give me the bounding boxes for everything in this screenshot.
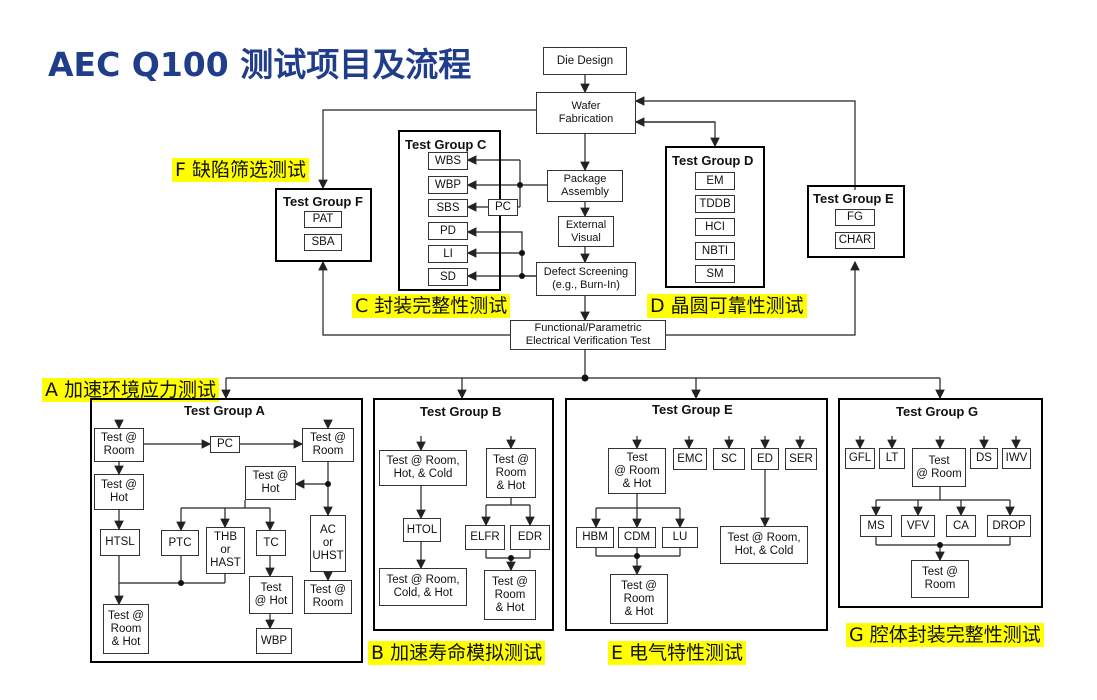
- group-a-test-room: Test @ Room: [94, 428, 144, 462]
- group-b-test-room-cold-hot: Test @ Room, Cold, & Hot: [379, 568, 467, 606]
- group-g-gfl: GFL: [845, 448, 875, 469]
- group-d-item-hci: HCI: [695, 218, 735, 236]
- functional-test-box: Functional/Parametric Electrical Verific…: [510, 320, 666, 350]
- page-title: AEC Q100 测试项目及流程: [48, 45, 472, 84]
- group-g-ds: DS: [970, 448, 998, 469]
- group-b-elfr: ELFR: [465, 525, 505, 550]
- group-e-item-fg: FG: [835, 209, 875, 226]
- test-group-g-title: Test Group G: [896, 404, 979, 419]
- group-c-item-sbs: SBS: [428, 199, 468, 217]
- label-c-package-integrity: C 封装完整性测试: [352, 294, 511, 318]
- group-c-item-wbs: WBS: [428, 152, 468, 170]
- group-d-item-sm: SM: [695, 265, 735, 283]
- group-g-iwv: IWV: [1002, 448, 1031, 469]
- group-b-test-room-hot-2: Test @ Room & Hot: [484, 570, 536, 620]
- group-c-pc-box: PC: [488, 199, 518, 216]
- group-a-wbp: WBP: [256, 628, 292, 654]
- group-e-ser: SER: [785, 448, 817, 470]
- group-a-test-room-hot: Test @ Room & Hot: [103, 604, 149, 654]
- test-group-g: [838, 398, 1043, 608]
- group-e-item-char: CHAR: [835, 232, 875, 249]
- group-c-item-wbp: WBP: [428, 176, 468, 194]
- group-d-item-tddb: TDDB: [695, 195, 735, 213]
- group-b-htol: HTOL: [403, 518, 441, 542]
- group-e-test-room-hot: Test @ Room & Hot: [608, 448, 666, 494]
- group-g-test-room: Test @ Room: [912, 448, 966, 487]
- wafer-fabrication-box: Wafer Fabrication: [536, 92, 636, 134]
- group-g-ms: MS: [860, 515, 892, 537]
- test-group-f-title: Test Group F: [283, 194, 363, 209]
- test-group-c-title: Test Group C: [405, 137, 487, 152]
- test-group-b: [373, 398, 554, 631]
- group-a-test-room-3: Test @ Room: [304, 580, 352, 614]
- group-g-test-room-2: Test @ Room: [911, 560, 969, 598]
- test-group-f: [275, 188, 372, 262]
- group-g-vfv: VFV: [901, 515, 935, 537]
- test-group-e-title: Test Group E: [652, 402, 733, 417]
- group-e-lu: LU: [662, 527, 698, 548]
- group-e-test-room-hot-cold: Test @ Room, Hot, & Cold: [720, 526, 808, 564]
- group-a-test-room-2: Test @ Room: [302, 428, 354, 462]
- group-e-cdm: CDM: [618, 527, 656, 548]
- test-group-d-title: Test Group D: [672, 153, 754, 168]
- label-g-cavity-package: G 腔体封装完整性测试: [846, 623, 1044, 647]
- group-b-test-room-hot-cold: Test @ Room, Hot, & Cold: [379, 450, 467, 486]
- defect-screening-box: Defect Screening (e.g., Burn-In): [536, 262, 636, 296]
- group-a-thb-hast: THB or HAST: [206, 527, 245, 574]
- group-a-pc: PC: [210, 436, 240, 453]
- label-b-lifetime-simulation: B 加速寿命模拟测试: [368, 641, 546, 665]
- group-f-item-sba: SBA: [304, 234, 342, 251]
- group-e-hbm: HBM: [576, 527, 614, 548]
- group-e-ed: ED: [751, 448, 779, 470]
- test-group-a: [90, 398, 363, 663]
- test-group-e-top: [807, 185, 905, 258]
- group-b-test-room-hot: Test @ Room & Hot: [486, 448, 536, 498]
- group-f-item-pat: PAT: [304, 211, 342, 228]
- test-group-e: [565, 398, 828, 631]
- group-g-drop: DROP: [987, 515, 1031, 537]
- group-a-test-hot: Test @ Hot: [94, 474, 144, 510]
- test-group-d: [665, 146, 765, 288]
- group-c-item-sd: SD: [428, 268, 468, 286]
- test-group-b-title: Test Group B: [420, 404, 502, 419]
- group-a-test-hot-3: Test @ Hot: [249, 576, 293, 614]
- group-g-lt: LT: [879, 448, 905, 469]
- group-d-item-em: EM: [695, 172, 735, 190]
- group-a-ptc: PTC: [161, 530, 199, 556]
- group-e-emc: EMC: [673, 448, 707, 470]
- group-c-item-pd: PD: [428, 222, 468, 240]
- label-d-wafer-reliability: D 晶圆可靠性测试: [647, 294, 807, 318]
- group-a-test-hot-2: Test @ Hot: [245, 466, 296, 500]
- package-assembly-box: Package Assembly: [547, 170, 623, 202]
- test-group-a-title: Test Group A: [184, 403, 265, 418]
- group-g-ca: CA: [946, 515, 976, 537]
- label-f-defect-screening: F 缺陷筛选测试: [172, 158, 309, 182]
- label-e-electrical: E 电气特性测试: [608, 641, 747, 665]
- group-a-htsl: HTSL: [100, 529, 140, 556]
- group-e-test-room-hot-2: Test @ Room & Hot: [610, 574, 668, 624]
- group-d-item-nbti: NBTI: [695, 242, 735, 260]
- test-group-e-top-title: Test Group E: [813, 191, 894, 206]
- group-c-item-li: LI: [428, 245, 468, 263]
- group-a-tc: TC: [256, 530, 286, 556]
- die-design-box: Die Design: [543, 47, 627, 75]
- group-e-sc: SC: [713, 448, 745, 470]
- group-a-ac-uhst: AC or UHST: [310, 515, 346, 572]
- group-b-edr: EDR: [510, 525, 550, 550]
- external-visual-box: External Visual: [558, 216, 614, 247]
